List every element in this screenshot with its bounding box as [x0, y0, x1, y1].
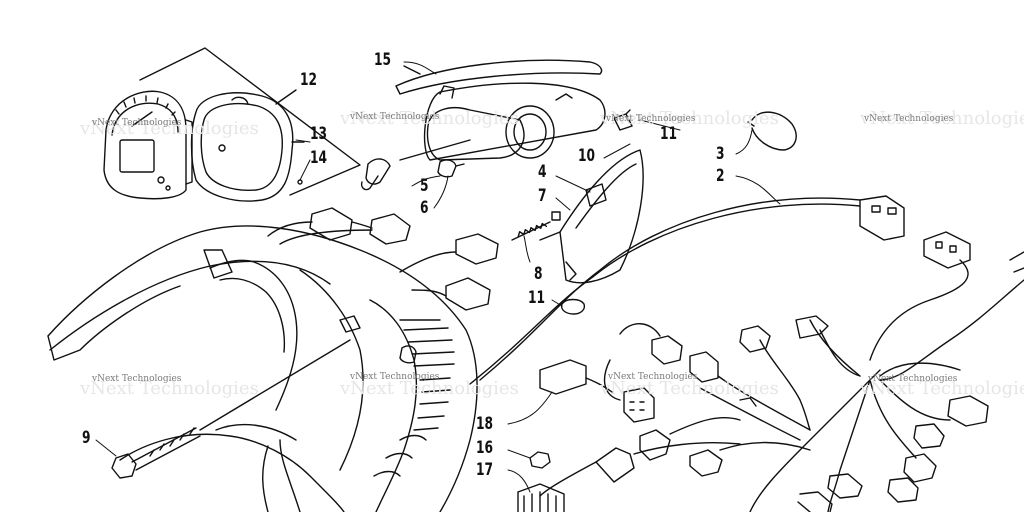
- leader-lines: [95, 61, 781, 493]
- callout-10: 10: [578, 146, 596, 166]
- callout-9: 9: [82, 428, 91, 448]
- trim-strip: [395, 59, 603, 95]
- watermark-ghost: vNext Technologies: [340, 108, 519, 129]
- wiring-harness: [469, 195, 1024, 512]
- clip-top: [613, 109, 633, 131]
- callout-11-bottom: 11: [528, 288, 546, 308]
- reflector-cover: [539, 149, 644, 284]
- gauge-bracket-lines: [139, 47, 361, 196]
- callout-7: 7: [538, 186, 547, 206]
- watermark: vNext Technologies: [350, 372, 440, 382]
- spring: [511, 211, 561, 241]
- watermark: vNext Technologies: [350, 112, 440, 122]
- callout-12: 12: [300, 70, 318, 90]
- watermark-ghost: vNext Technologies: [600, 378, 779, 399]
- callout-17: 17: [476, 460, 494, 480]
- watermark-ghost: vNext Technologies: [80, 378, 259, 399]
- front-cowl: [47, 225, 478, 512]
- watermark: vNext Technologies: [864, 114, 954, 124]
- watermark-ghost: vNext Technologies: [80, 118, 259, 139]
- callout-18: 18: [476, 414, 494, 434]
- bolt: [111, 339, 351, 479]
- callout-14: 14: [310, 148, 328, 168]
- left-connectors: [267, 207, 499, 311]
- watermark: vNext Technologies: [868, 374, 958, 384]
- speedometer-gauge: [103, 90, 193, 200]
- split-ring: [747, 111, 797, 151]
- callout-3: 3: [716, 144, 725, 164]
- callout-6: 6: [420, 198, 429, 218]
- callout-4: 4: [538, 162, 547, 182]
- nut-and-block: [517, 451, 565, 512]
- watermark: vNext Technologies: [92, 118, 182, 128]
- watermark-ghost: vNext Technologies: [860, 378, 1024, 399]
- callout-8: 8: [534, 264, 543, 284]
- gauge-housing: [190, 92, 305, 202]
- bulb-socket: [360, 158, 465, 191]
- watermark-ghost: vNext Technologies: [600, 108, 779, 129]
- watermark: vNext Technologies: [608, 372, 698, 382]
- callout-16: 16: [476, 438, 494, 458]
- callout-13: 13: [310, 124, 328, 144]
- watermark: vNext Technologies: [92, 374, 182, 384]
- callout-5: 5: [420, 176, 429, 196]
- ground-terminal: [560, 298, 586, 315]
- watermark: vNext Technologies: [606, 114, 696, 124]
- callout-2: 2: [716, 166, 725, 186]
- callout-15: 15: [374, 50, 392, 70]
- headlight-assembly: [399, 82, 606, 161]
- watermark-ghost: vNext Technologies: [860, 108, 1024, 129]
- callout-11-top: 11: [660, 124, 678, 144]
- watermark-ghost: vNext Technologies: [340, 378, 519, 399]
